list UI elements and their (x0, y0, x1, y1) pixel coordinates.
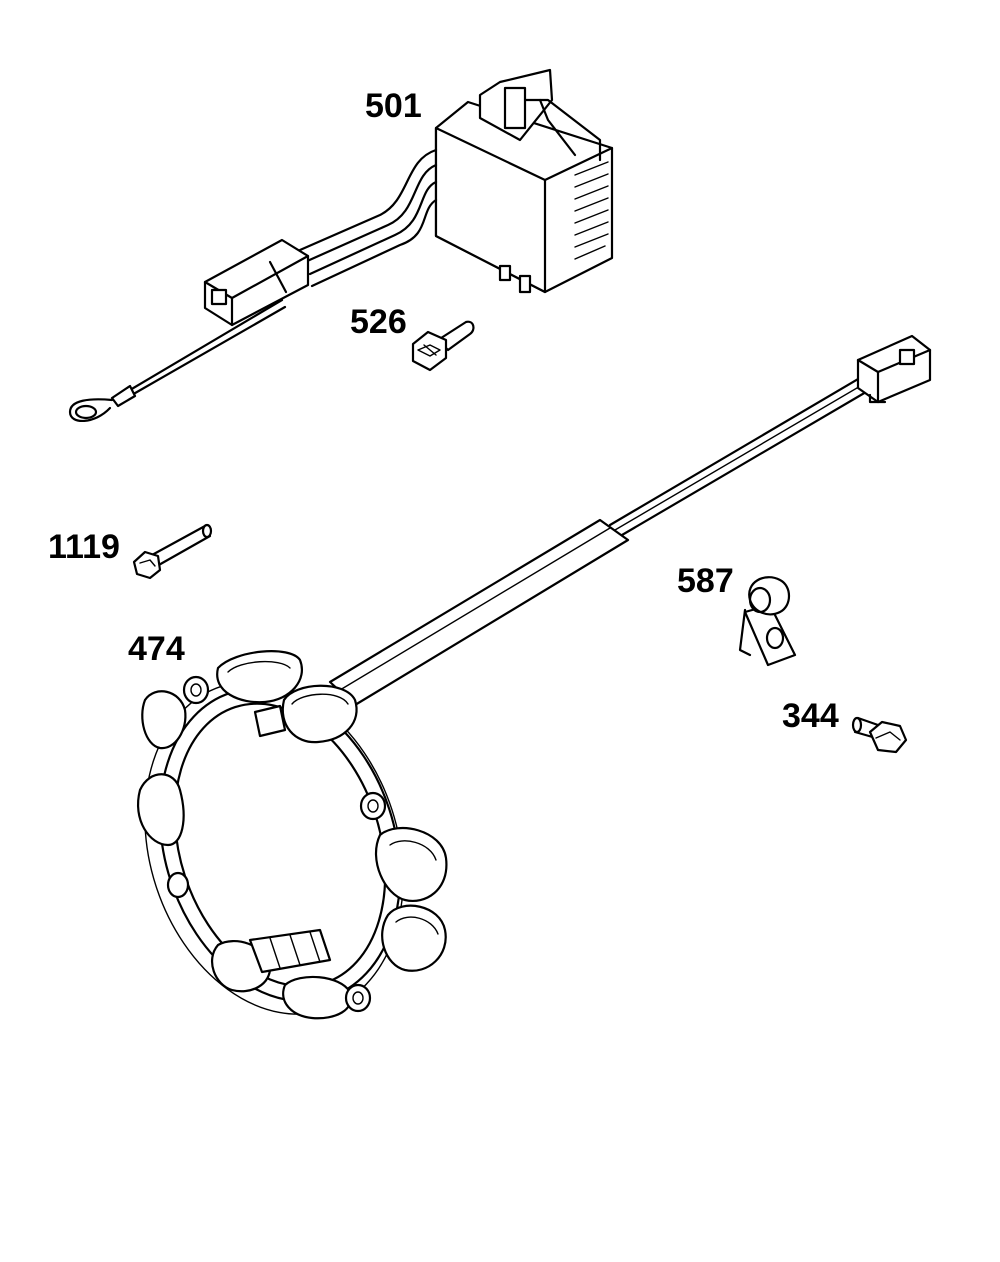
part-474-stator (137, 334, 932, 1020)
part-501-regulator (68, 68, 614, 422)
stator-mount-bosses (166, 675, 387, 1013)
label-526: 526 (350, 303, 407, 341)
part-587-clamp (738, 576, 797, 667)
label-587: 587 (677, 562, 734, 600)
part-526-screw (411, 320, 475, 372)
regulator-fins (574, 161, 609, 260)
label-344: 344 (782, 697, 839, 735)
label-474: 474 (128, 630, 185, 668)
label-501: 501 (365, 87, 422, 125)
stator-coils (137, 650, 448, 1020)
label-1119: 1119 (48, 528, 120, 566)
part-344-bolt (851, 716, 908, 754)
part-1119-bolt (132, 523, 213, 580)
